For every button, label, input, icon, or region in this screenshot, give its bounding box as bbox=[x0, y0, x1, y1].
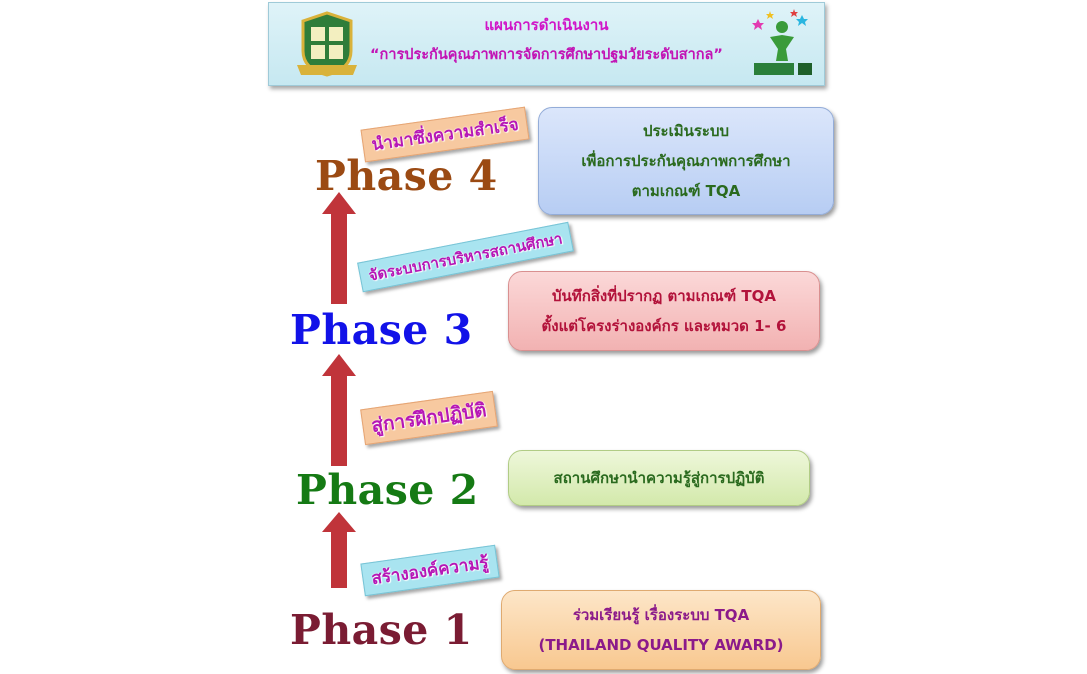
phase-1-box-line2: (THAILAND QUALITY AWARD) bbox=[538, 636, 784, 654]
tag-build-knowledge: สร้างองค์ความรู้ bbox=[360, 544, 500, 597]
phase-2-label: Phase 2 bbox=[296, 466, 479, 514]
phase-4-box: ประเมินระบบ เพื่อการประกันคุณภาพการศึกษา… bbox=[538, 107, 834, 215]
phase-4-box-line3: ตามเกณฑ์ TQA bbox=[631, 182, 741, 200]
arrow-up-icon bbox=[322, 512, 356, 588]
phase-3-box: บันทึกสิ่งที่ปรากฏ ตามเกณฑ์ TQA ตั้งแต่โ… bbox=[508, 271, 820, 351]
school-crest-icon bbox=[297, 11, 357, 77]
phase-1-box: ร่วมเรียนรู้ เรื่องระบบ TQA (THAILAND QU… bbox=[501, 590, 821, 670]
header-title: แผนการดำเนินงาน bbox=[484, 16, 609, 34]
phase-4-box-line2: เพื่อการประกันคุณภาพการศึกษา bbox=[581, 152, 791, 170]
phase-2-box-line1: สถานศึกษานำความรู้สู่การปฏิบัติ bbox=[553, 469, 765, 487]
phase-2-box: สถานศึกษานำความรู้สู่การปฏิบัติ bbox=[508, 450, 810, 506]
phase-4-box-line1: ประเมินระบบ bbox=[642, 122, 730, 140]
phase-4-label: Phase 4 bbox=[315, 152, 498, 200]
phase-3-box-line1: บันทึกสิ่งที่ปรากฏ ตามเกณฑ์ TQA bbox=[552, 287, 776, 305]
phase-3-box-line2: ตั้งแต่โครงร่างองค์กร และหมวด 1- 6 bbox=[541, 317, 787, 335]
world-class-logo-icon bbox=[752, 9, 812, 75]
header-subtitle: “การประกันคุณภาพการจัดการศึกษาปฐมวัยระดั… bbox=[370, 47, 723, 63]
tag-practice: สู่การฝึกปฏิบัติ bbox=[360, 390, 498, 446]
phase-3-label: Phase 3 bbox=[290, 306, 473, 354]
arrow-up-icon bbox=[322, 192, 356, 304]
header-banner: แผนการดำเนินงาน “การประกันคุณภาพการจัดกา… bbox=[268, 2, 825, 86]
arrow-up-icon bbox=[322, 354, 356, 466]
phase-1-label: Phase 1 bbox=[290, 606, 473, 654]
phase-1-box-line1: ร่วมเรียนรู้ เรื่องระบบ TQA bbox=[572, 606, 750, 624]
